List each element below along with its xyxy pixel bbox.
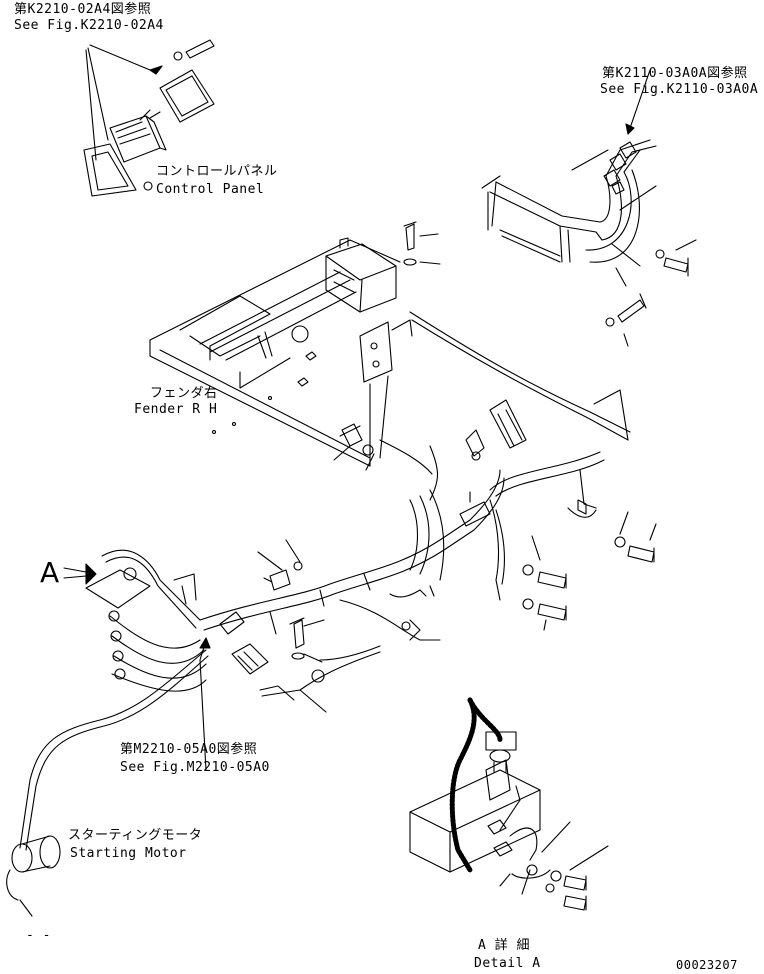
fender-bracket-group [481,69,697,347]
starting-motor-cable [6,637,211,917]
fender-en: Fender R H [134,402,218,417]
lower-harness-branch [231,585,441,713]
detail-a-jp: A 詳 細 [478,938,530,953]
ref-k2110-en: See Fig.K2110-03A0A [600,82,759,97]
starting-motor-en: Starting Motor [70,846,187,861]
ref-k2210-en: See Fig.K2210-02A4 [14,18,164,33]
detail-a-view [409,697,609,911]
fender-frame [149,221,441,467]
control-panel-group [83,39,215,197]
control-panel-en: Control Panel [156,182,265,197]
ref-k2110-jp: 第K2110-03A0A図参照 [602,66,748,81]
detail-a-en: Detail A [474,956,541,971]
main-harness [199,311,631,663]
ref-m2210-en: See Fig.M2210-05A0 [120,760,270,775]
starting-motor-jp: スターティングモータ [68,828,203,843]
fender-jp: フェンダ右 [150,386,218,401]
control-panel-jp: コントロールパネル [156,164,278,179]
dash-mark: - - [26,928,51,943]
drawing-number: 00023207 [676,958,738,972]
view-marker-a: A [40,556,60,589]
left-connector-block [63,549,207,692]
ref-m2210-jp: 第M2210-05A0図参照 [120,742,258,757]
ref-k2210-jp: 第K2210-02A4図参照 [14,2,152,17]
right-bolts [522,499,657,631]
